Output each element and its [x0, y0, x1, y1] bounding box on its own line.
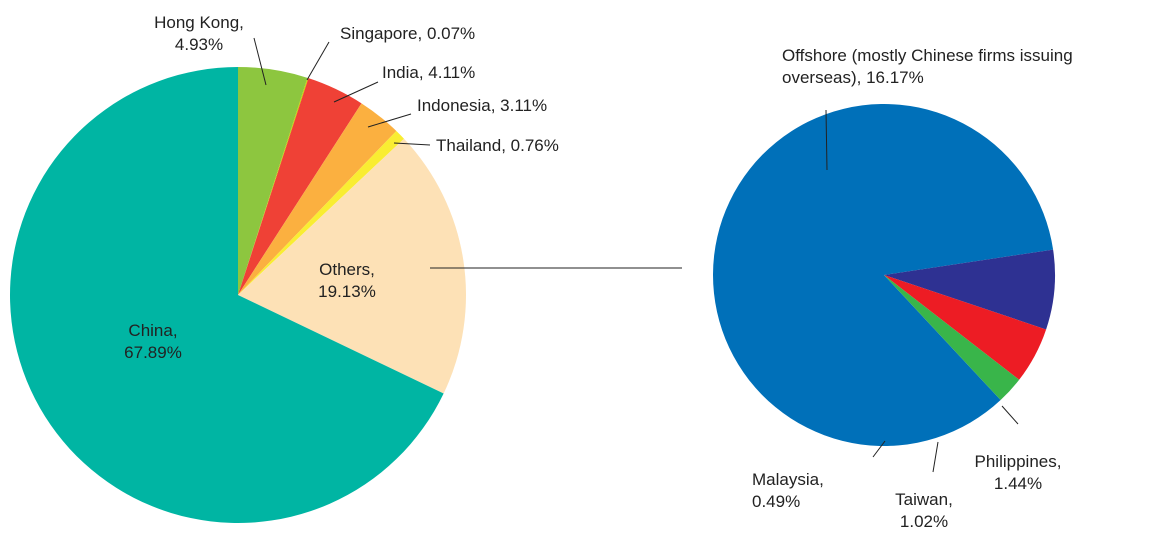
data-label-philippines: Philippines,1.44%	[975, 452, 1062, 493]
data-label-malaysia: Malaysia,0.49%	[752, 470, 824, 511]
slice-malaysia	[884, 275, 1020, 401]
slice-india	[238, 78, 362, 295]
slice-hong-kong	[238, 67, 308, 295]
slice-offshore	[713, 103, 1054, 446]
slice-labels: Hong Kong,4.93% Singapore, 0.07% India, 4.…	[124, 13, 1073, 531]
slice-others	[238, 138, 466, 394]
leader-singapore	[306, 41, 330, 81]
leader-malaysia	[872, 440, 886, 458]
data-label-taiwan: Taiwan,1.02%	[895, 490, 953, 531]
leader-indonesia	[367, 113, 412, 128]
data-label-hong-kong: Hong Kong,4.93%	[154, 13, 244, 54]
data-label-indonesia: Indonesia, 3.11%	[417, 96, 547, 115]
leader-taiwan	[932, 441, 939, 473]
slice-indonesia	[238, 103, 397, 295]
leader-india	[333, 81, 379, 103]
slice-thailand	[238, 130, 405, 295]
data-label-india: India, 4.11%	[382, 63, 475, 82]
slice-taiwan	[884, 275, 1047, 380]
slice-china	[10, 67, 444, 523]
leader-philippines	[1001, 405, 1019, 425]
leader-hong-kong	[253, 37, 267, 86]
data-label-thailand: Thailand, 0.76%	[436, 136, 559, 155]
data-label-others: Others,19.13%	[318, 260, 376, 301]
breakout-pie	[713, 103, 1055, 446]
data-label-singapore: Singapore, 0.07%	[340, 24, 475, 43]
data-label-china: China,67.89%	[124, 321, 182, 362]
slice-singapore	[238, 77, 309, 295]
leader-offshore	[825, 109, 828, 171]
label-leader-lines	[253, 37, 1019, 473]
slice-philippines	[884, 249, 1055, 330]
leader-thailand	[393, 142, 431, 146]
main-pie	[10, 67, 466, 523]
